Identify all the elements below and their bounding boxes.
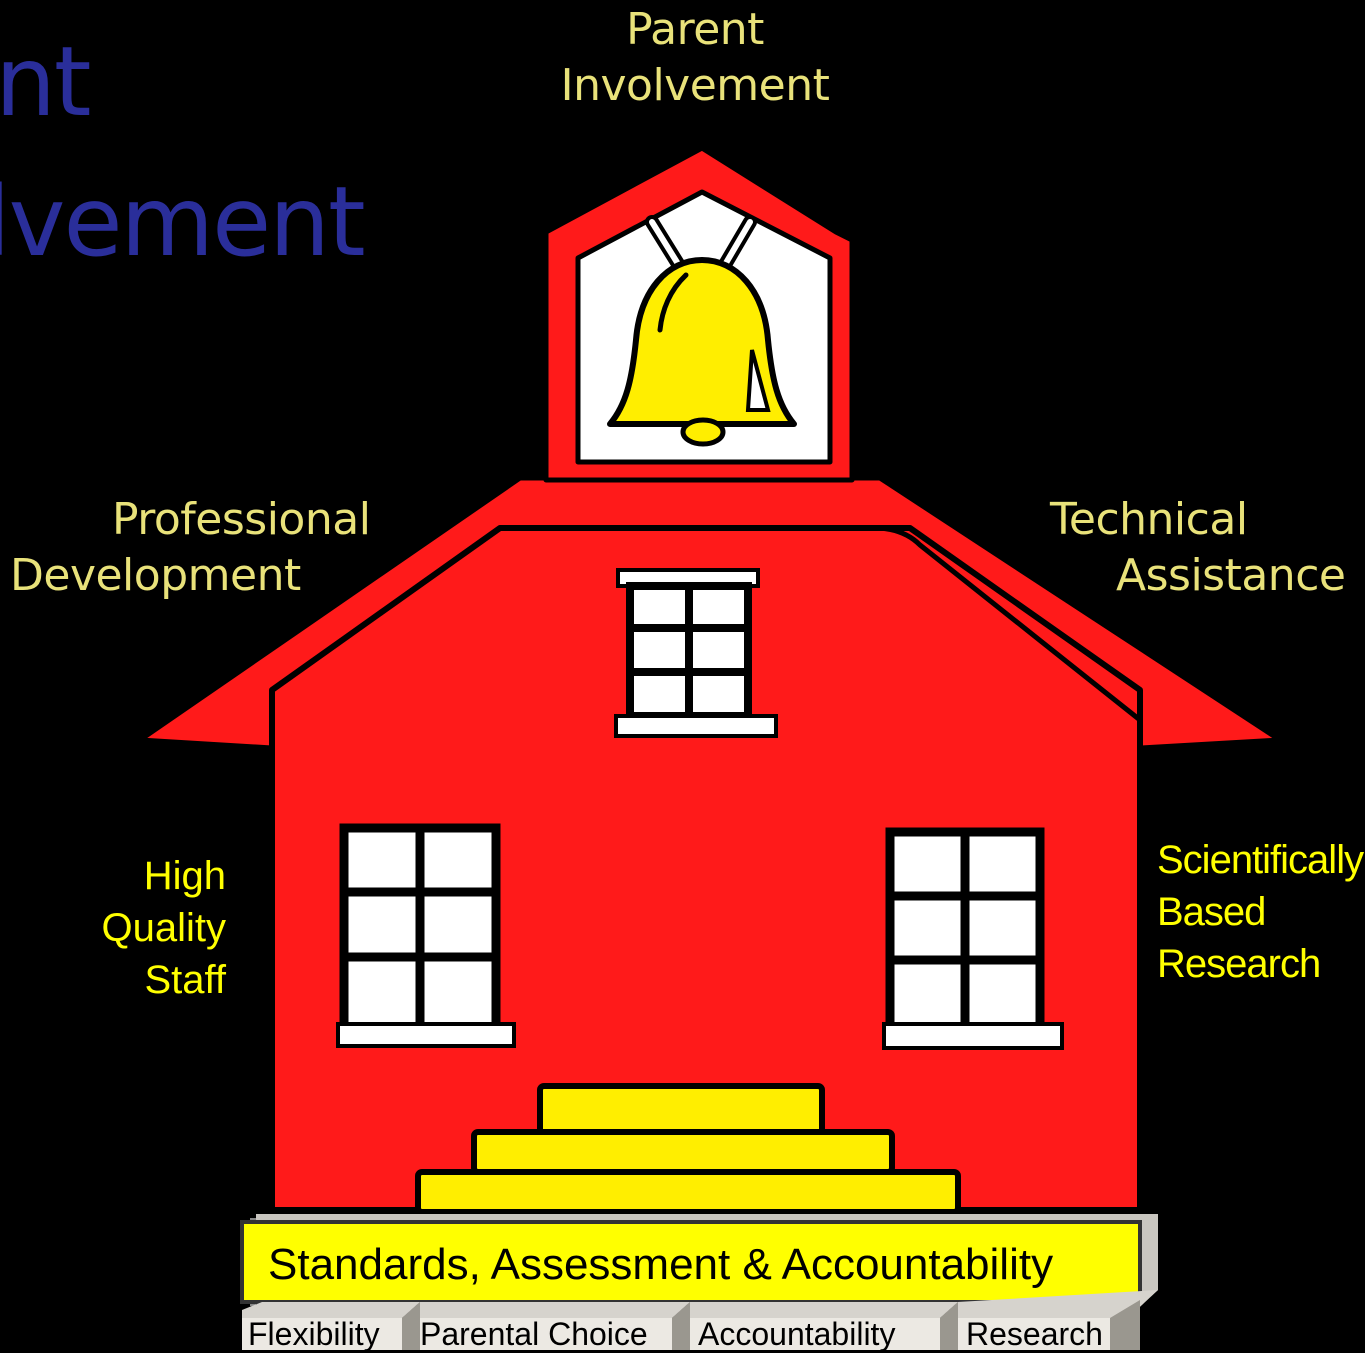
label-scientifically-based-research-line3: Research <box>1157 942 1321 986</box>
pillar-research: Research <box>966 1316 1103 1352</box>
right-window <box>882 827 1064 1050</box>
foundation-box <box>240 1214 1158 1306</box>
label-technical-assistance-line1: Technical <box>1050 494 1248 545</box>
bell-tower <box>543 145 855 483</box>
label-parent-involvement-line2: Involvement <box>560 60 830 111</box>
label-scientifically-based-research: Scientifically Based Research <box>1157 834 1364 990</box>
label-professional-development: Professional Development <box>10 492 371 604</box>
front-steps <box>415 1083 961 1215</box>
label-parent-involvement: Parent Involvement <box>548 2 842 114</box>
foundation-banner: Standards, Assessment & Accountability <box>268 1240 1054 1289</box>
pillar-accountability: Accountability <box>698 1316 896 1352</box>
label-parent-involvement-line1: Parent <box>626 4 764 55</box>
upper-window <box>614 568 778 738</box>
left-window <box>336 823 516 1048</box>
pillar-flexibility: Flexibility <box>248 1316 380 1352</box>
pillars <box>242 1290 1158 1350</box>
label-scientifically-based-research-line2: Based <box>1157 890 1266 934</box>
pillar-parental-choice: Parental Choice <box>420 1316 648 1352</box>
background-text-line1: ent <box>0 26 92 138</box>
background-text-line2: lvement <box>0 166 366 278</box>
label-technical-assistance: Technical Assistance <box>1050 492 1346 604</box>
label-scientifically-based-research-line1: Scientifically <box>1157 838 1364 882</box>
label-professional-development-line1: Professional <box>112 494 371 545</box>
label-high-quality-staff: High Quality Staff <box>60 850 227 1006</box>
label-high-quality-staff-line3: Staff <box>144 958 226 1002</box>
label-high-quality-staff-line1: High <box>143 854 226 898</box>
label-technical-assistance-line2: Assistance <box>1116 550 1346 601</box>
label-professional-development-line2: Development <box>10 550 301 601</box>
label-high-quality-staff-line2: Quality <box>101 906 227 950</box>
